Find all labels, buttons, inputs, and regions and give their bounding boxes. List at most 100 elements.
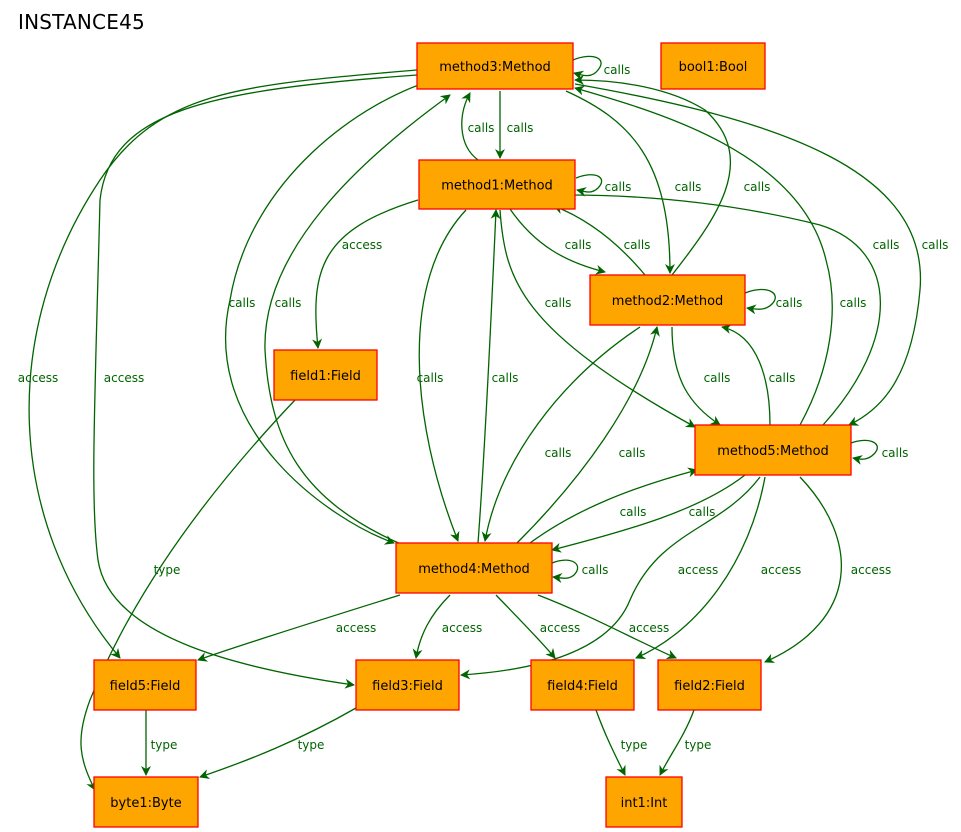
nodes-layer: method3:Method bool1:Bool method1:Method me… (93, 42, 852, 828)
edge-label: calls (605, 180, 632, 194)
edge-method1-calls-method2: calls (509, 208, 606, 275)
edge-label: calls (417, 371, 444, 385)
edge-line (566, 190, 881, 426)
edge-line (572, 55, 602, 81)
node-field5[interactable]: field5:Field (93, 659, 197, 711)
node-method5[interactable]: method5:Method (694, 424, 852, 476)
node-label: method1:Method (441, 179, 553, 194)
node-bool1[interactable]: bool1:Bool (660, 42, 766, 90)
edge-label: access (678, 563, 718, 577)
edge-line (28, 69, 418, 659)
edge-line (197, 594, 401, 662)
node-method2[interactable]: method2:Method (589, 274, 746, 326)
edge-field3-type-byte1: type (199, 707, 357, 779)
edge-field5-type-byte1: type (141, 710, 178, 776)
edge-label: calls (565, 238, 592, 252)
edge-method3-calls-method5: calls (574, 83, 948, 426)
edge-method1-calls-method1: calls (575, 174, 632, 197)
edge-line (595, 709, 626, 776)
edge-line (575, 174, 603, 197)
edge-method4-access-field3: access (412, 594, 482, 659)
node-label: field5:Field (110, 679, 181, 694)
edge-label: calls (769, 371, 796, 385)
edge-label: calls (624, 238, 651, 252)
node-method1[interactable]: method1:Method (418, 159, 576, 210)
node-box (395, 542, 553, 594)
edge-method5-access-field4: access (635, 476, 801, 659)
edge-line (264, 94, 451, 546)
edge-method4-calls-method4: calls (551, 559, 608, 583)
edges-layer: calls calls calls calls calls calls calls calls… (18, 55, 948, 791)
edge-line (565, 90, 675, 274)
edge-label: type (154, 563, 181, 577)
edge-method5-access-field2: access (764, 476, 891, 663)
node-field1[interactable]: field1:Field (273, 349, 378, 401)
edge-line (495, 594, 556, 659)
edge-line (477, 209, 501, 544)
edge-label: calls (620, 505, 647, 519)
edge-method5-calls-method2: calls (721, 324, 796, 426)
edge-label: access (851, 563, 891, 577)
node-label: method2:Method (612, 294, 724, 309)
edge-method5-calls-method4: calls (551, 474, 746, 553)
edge-label: type (685, 738, 712, 752)
edge-label: calls (840, 296, 867, 310)
edge-method2-calls-method3: calls (574, 75, 771, 276)
edge-label: access (540, 621, 580, 635)
edge-method5-calls-method3: calls (574, 85, 867, 426)
node-box (657, 659, 762, 711)
edge-label: calls (545, 296, 572, 310)
node-label: field2:Field (674, 679, 745, 694)
node-box (605, 776, 683, 828)
edge-line (412, 594, 451, 659)
node-field3[interactable]: field3:Field (355, 659, 460, 711)
node-box (660, 42, 766, 90)
node-box (530, 659, 635, 711)
edge-line (499, 209, 696, 428)
edge-label: calls (492, 371, 519, 385)
node-field4[interactable]: field4:Field (530, 659, 635, 711)
edge-label: calls (776, 296, 803, 310)
edge-label: access (629, 621, 669, 635)
node-box (589, 274, 746, 326)
node-box (355, 659, 460, 711)
edge-method4-calls-method1: calls (477, 209, 519, 544)
edge-label: calls (873, 238, 900, 252)
node-box (416, 42, 574, 90)
node-method3[interactable]: method3:Method (416, 42, 574, 90)
edge-label: type (151, 738, 178, 752)
edge-label: calls (507, 121, 534, 135)
edge-field2-type-int1: type (659, 709, 712, 776)
diagram-title: INSTANCE45 (18, 10, 145, 34)
edge-line (574, 75, 732, 276)
node-field2[interactable]: field2:Field (657, 659, 762, 711)
edge-method3-calls-method3: calls (572, 55, 631, 81)
edge-label: calls (744, 180, 771, 194)
node-label: field1:Field (290, 369, 361, 384)
edge-line (199, 707, 357, 779)
edge-method5-calls-method1: calls (566, 190, 900, 426)
node-label: int1:Int (621, 796, 668, 811)
edge-field1-type-byte1: type (80, 399, 296, 791)
edge-line (574, 83, 922, 426)
edge-method5-calls-method5: calls (850, 439, 908, 465)
edge-label: type (621, 738, 648, 752)
edge-label: calls (545, 446, 572, 460)
node-box (93, 659, 197, 711)
edge-method3-access-field3: access (93, 74, 418, 689)
node-int1[interactable]: int1:Int (605, 776, 683, 828)
node-method4[interactable]: method4:Method (395, 542, 553, 594)
edge-line (509, 208, 606, 275)
node-byte1[interactable]: byte1:Byte (93, 776, 199, 828)
node-box (273, 349, 378, 401)
edge-line (551, 559, 579, 583)
edge-label: calls (229, 296, 256, 310)
edge-line (635, 476, 766, 659)
edge-label: calls (604, 63, 631, 77)
edge-method3-calls-method2: calls (565, 90, 701, 274)
edge-line (93, 74, 418, 689)
edge-line (659, 709, 695, 776)
node-box (694, 424, 852, 476)
edge-method2-calls-method4: calls (481, 326, 641, 542)
